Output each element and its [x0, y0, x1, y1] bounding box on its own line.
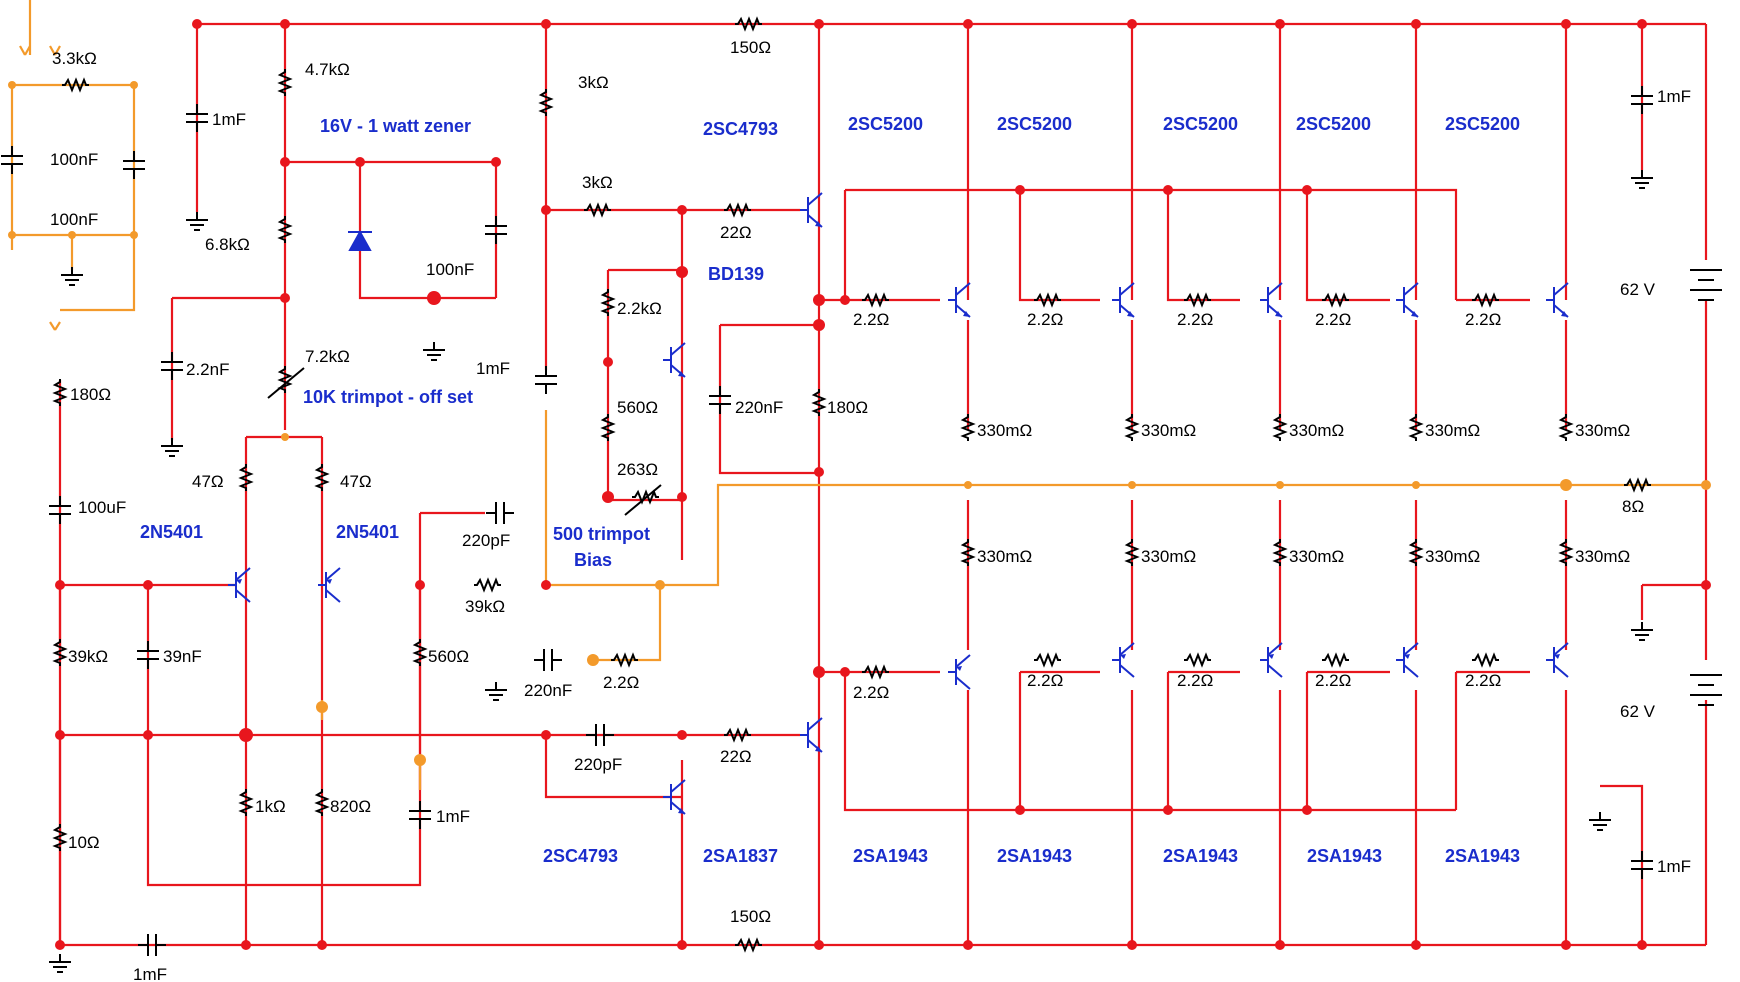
- q-2sa1837-label: 2SA1837: [703, 846, 778, 866]
- r-180-mid-label: 180Ω: [827, 398, 868, 417]
- q-2sa1943-3-label: 2SA1943: [1163, 846, 1238, 866]
- r-560-bias-label: 560Ω: [617, 398, 658, 417]
- c-1mf-mid-label: 1mF: [476, 359, 510, 378]
- c-1mf-vas-label: 1mF: [436, 807, 470, 826]
- r-47-a-label: 47Ω: [192, 472, 224, 491]
- r-8-load-label: 8Ω: [1622, 497, 1644, 516]
- r-7k2-label: 7.2kΩ: [305, 347, 350, 366]
- r-2r2-top-3-label: 2.2Ω: [1177, 310, 1213, 329]
- r-150-top-label: 150Ω: [730, 38, 771, 57]
- r-330m-bot-1-label: 330mΩ: [977, 547, 1032, 566]
- c-1mf-right-bot-label: 1mF: [1657, 857, 1691, 876]
- r-263-label: 263Ω: [617, 460, 658, 479]
- r-820-label: 820Ω: [330, 797, 371, 816]
- r-2r2-bot-4-label: 2.2Ω: [1315, 671, 1351, 690]
- r-6k8-label: 6.8kΩ: [205, 235, 250, 254]
- r-3k3-label: 3.3kΩ: [52, 49, 97, 68]
- r-2r2-top-2-label: 2.2Ω: [1027, 310, 1063, 329]
- c-2n2-label: 2.2nF: [186, 360, 229, 379]
- q-2sa1943-1-label: 2SA1943: [853, 846, 928, 866]
- components: [0, 18, 1722, 973]
- r-39k-fb-label: 39kΩ: [465, 597, 505, 616]
- c-220p-a-label: 220pF: [462, 531, 510, 550]
- r-330m-bot-4-label: 330mΩ: [1425, 547, 1480, 566]
- r-330m-bot-2-label: 330mΩ: [1141, 547, 1196, 566]
- q-2sc5200-5-label: 2SC5200: [1445, 114, 1520, 134]
- r-150-bot-label: 150Ω: [730, 907, 771, 926]
- c-1mf-right-top-label: 1mF: [1657, 87, 1691, 106]
- q-2sc5200-2-label: 2SC5200: [997, 114, 1072, 134]
- junction-dots: [8, 19, 1711, 950]
- c-220p-b-label: 220pF: [574, 755, 622, 774]
- r-2r2-bot-1-label: 2.2Ω: [853, 683, 889, 702]
- q-2sc4793-bot-label: 2SC4793: [543, 846, 618, 866]
- q-2sa1943-4-label: 2SA1943: [1307, 846, 1382, 866]
- c-100n-zener-label: 100nF: [426, 260, 474, 279]
- r-39k-in-label: 39kΩ: [68, 647, 108, 666]
- r-22-bot-label: 22Ω: [720, 747, 752, 766]
- r-4k7-label: 4.7kΩ: [305, 60, 350, 79]
- c-220n-mid-label: 220nF: [735, 398, 783, 417]
- r-1k-label: 1kΩ: [255, 797, 286, 816]
- r-330m-top-4-label: 330mΩ: [1425, 421, 1480, 440]
- r-330m-bot-5-label: 330mΩ: [1575, 547, 1630, 566]
- q-2sa1943-5-label: 2SA1943: [1445, 846, 1520, 866]
- c-100n-b-label: 100nF: [50, 210, 98, 229]
- q-2n5401-b-label: 2N5401: [336, 522, 399, 542]
- q-2sc5200-1-label: 2SC5200: [848, 114, 923, 134]
- r-22-top-label: 22Ω: [720, 223, 752, 242]
- r-2r2-bot-2-label: 2.2Ω: [1027, 671, 1063, 690]
- q-2sc5200-3-label: 2SC5200: [1163, 114, 1238, 134]
- r-180-in-label: 180Ω: [70, 385, 111, 404]
- c-1mf-top-label: 1mF: [212, 110, 246, 129]
- bias-trimpot-label-1: 500 trimpot: [553, 524, 650, 544]
- c-100u-label: 100uF: [78, 498, 126, 517]
- c-220n-zobel-label: 220nF: [524, 681, 572, 700]
- q-2sa1943-2-label: 2SA1943: [997, 846, 1072, 866]
- r-2r2-bot-3-label: 2.2Ω: [1177, 671, 1213, 690]
- r-2r2-top-4-label: 2.2Ω: [1315, 310, 1351, 329]
- value-labels: 3.3kΩ 100nF 100nF 1mF 4.7kΩ 16V - 1 watt…: [50, 38, 1691, 982]
- r-560-vas-label: 560Ω: [428, 647, 469, 666]
- r-10-label: 10Ω: [68, 833, 100, 852]
- r-330m-bot-3-label: 330mΩ: [1289, 547, 1344, 566]
- r-2k2-label: 2.2kΩ: [617, 299, 662, 318]
- q-bd139-label: BD139: [708, 264, 764, 284]
- r-2r2-top-1-label: 2.2Ω: [853, 310, 889, 329]
- r-330m-top-5-label: 330mΩ: [1575, 421, 1630, 440]
- r-3k-b-label: 3kΩ: [582, 173, 613, 192]
- r-330m-top-2-label: 330mΩ: [1141, 421, 1196, 440]
- supply-62v-top-label: 62 V: [1620, 280, 1656, 299]
- c-100n-a-label: 100nF: [50, 150, 98, 169]
- r-47-b-label: 47Ω: [340, 472, 372, 491]
- supply-62v-bot-label: 62 V: [1620, 702, 1656, 721]
- offset-trimpot-label: 10K trimpot - off set: [303, 387, 473, 407]
- zener-label: 16V - 1 watt zener: [320, 116, 471, 136]
- bias-trimpot-label-2: Bias: [574, 550, 612, 570]
- r-330m-top-1-label: 330mΩ: [977, 421, 1032, 440]
- r-3k-a-label: 3kΩ: [578, 73, 609, 92]
- r-2r2-top-5-label: 2.2Ω: [1465, 310, 1501, 329]
- q-2sc4793-top-label: 2SC4793: [703, 119, 778, 139]
- q-2n5401-a-label: 2N5401: [140, 522, 203, 542]
- r-330m-top-3-label: 330mΩ: [1289, 421, 1344, 440]
- c-39n-label: 39nF: [163, 647, 202, 666]
- r-2r2-bot-5-label: 2.2Ω: [1465, 671, 1501, 690]
- q-2sc5200-4-label: 2SC5200: [1296, 114, 1371, 134]
- r-2r2-zobel-label: 2.2Ω: [603, 673, 639, 692]
- c-1mf-in-label: 1mF: [133, 965, 167, 982]
